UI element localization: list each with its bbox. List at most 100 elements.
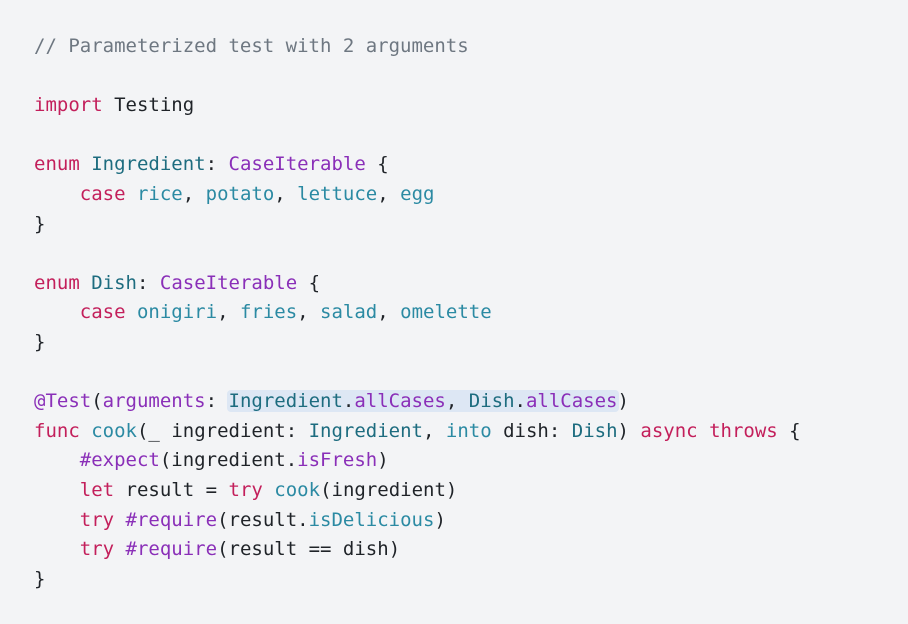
- protocol-token: CaseIterable: [228, 153, 366, 176]
- keyword-token: let: [79, 478, 115, 501]
- space-token: [114, 479, 125, 501]
- punctuation-token: ): [445, 478, 458, 501]
- type-token: Ingredient: [91, 153, 206, 176]
- punctuation-token: (: [217, 508, 229, 531]
- code-line-1: // Parameterized test with 2 arguments: [34, 32, 908, 62]
- code-block: // Parameterized test with 2 arguments im…: [34, 32, 908, 594]
- enum-case-token: lettuce: [297, 182, 378, 205]
- function-name-token: cook: [91, 419, 137, 442]
- code-line-10: case onigiri, fries, salad, omelette: [34, 298, 908, 328]
- punctuation-token: ,: [217, 301, 240, 324]
- punctuation-token: ): [434, 508, 446, 531]
- punctuation-token: :: [205, 390, 229, 413]
- type-token: Ingredient: [308, 419, 423, 442]
- punctuation-token: ): [388, 538, 401, 561]
- punctuation-token: .: [342, 390, 355, 413]
- property-token: allCases: [354, 390, 446, 413]
- space-token: [114, 538, 125, 560]
- punctuation-token: .: [297, 508, 309, 531]
- indent-token: [34, 509, 80, 531]
- code-line-15: #expect(ingredient.isFresh): [34, 446, 908, 476]
- property-token: isFresh: [297, 449, 378, 472]
- space-token: [698, 420, 709, 442]
- code-line-12: [34, 358, 908, 388]
- code-line-2: [34, 62, 908, 92]
- identifier-token: result: [228, 538, 298, 561]
- punctuation-token: {: [777, 419, 801, 442]
- code-line-3: import Testing: [34, 91, 908, 121]
- function-name-token: cook: [274, 478, 321, 501]
- parameter-token: ingredient: [171, 419, 286, 442]
- punctuation-token: ,: [422, 419, 446, 442]
- punctuation-token: :: [285, 419, 309, 442]
- space-token: [80, 272, 91, 294]
- punctuation-token: }: [34, 212, 46, 235]
- space-token: [492, 420, 503, 442]
- punctuation-token: ,: [377, 301, 401, 324]
- enum-case-token: potato: [205, 182, 275, 205]
- keyword-token: throws: [709, 419, 778, 442]
- punctuation-token: :: [548, 419, 572, 442]
- highlighted-arguments: Ingredient.allCases, Dish.allCases: [226, 390, 620, 413]
- keyword-token: func: [34, 419, 80, 442]
- code-line-16: let result = try cook(ingredient): [34, 476, 908, 506]
- code-line-19: }: [34, 565, 908, 595]
- space-token: [114, 509, 125, 531]
- punctuation-token: =: [194, 478, 229, 501]
- space-token: [80, 420, 91, 442]
- argument-label-token: into: [445, 419, 492, 442]
- enum-case-token: rice: [136, 182, 183, 205]
- type-token: Ingredient: [228, 390, 343, 413]
- code-line-13: @Test(arguments: Ingredient.allCases, Di…: [34, 387, 908, 417]
- space-token: [80, 153, 91, 175]
- enum-case-token: salad: [320, 301, 378, 324]
- punctuation-token: ): [617, 419, 641, 442]
- code-line-14: func cook(_ ingredient: Ingredient, into…: [34, 417, 908, 447]
- punctuation-token: {: [365, 153, 389, 176]
- punctuation-token: (_: [136, 419, 172, 442]
- indent-token: [34, 183, 80, 205]
- punctuation-token: (: [91, 390, 103, 413]
- property-token: allCases: [525, 390, 618, 413]
- macro-token: #require: [125, 538, 218, 561]
- space-token: [126, 301, 137, 323]
- enum-case-token: omelette: [400, 301, 492, 324]
- identifier-token: result: [228, 508, 298, 531]
- punctuation-token: (: [217, 538, 229, 561]
- keyword-token: async: [640, 419, 698, 442]
- code-line-17: try #require(result.isDelicious): [34, 506, 908, 536]
- punctuation-token: }: [34, 567, 46, 590]
- keyword-token: enum: [34, 271, 80, 294]
- comment-token: // Parameterized test with 2 arguments: [34, 35, 469, 57]
- code-line-9: enum Dish: CaseIterable {: [34, 269, 908, 299]
- argument-label-token: arguments: [102, 390, 206, 413]
- punctuation-token: ,: [377, 182, 401, 205]
- punctuation-token: (: [320, 478, 332, 501]
- punctuation-token: .: [514, 390, 526, 413]
- enum-case-token: onigiri: [136, 301, 218, 324]
- protocol-token: CaseIterable: [159, 271, 298, 294]
- punctuation-token: }: [34, 330, 46, 353]
- indent-token: [34, 479, 80, 501]
- punctuation-token: ,: [182, 182, 206, 205]
- indent-token: [34, 538, 80, 560]
- keyword-token: try: [79, 538, 115, 561]
- space-token: [103, 94, 114, 116]
- code-line-18: try #require(result == dish): [34, 535, 908, 565]
- parameter-token: dish: [503, 419, 549, 442]
- space-token: [126, 183, 137, 205]
- punctuation-token: ): [377, 449, 389, 472]
- punctuation-token: ,: [445, 390, 469, 413]
- enum-case-token: egg: [400, 182, 435, 205]
- code-line-6: case rice, potato, lettuce, egg: [34, 180, 908, 210]
- keyword-token: import: [34, 94, 103, 117]
- code-line-8: [34, 239, 908, 269]
- attribute-token: @Test: [34, 390, 92, 413]
- code-line-7: }: [34, 210, 908, 240]
- code-line-4: [34, 121, 908, 151]
- punctuation-token: :: [136, 271, 160, 294]
- punctuation-token: ,: [297, 301, 321, 324]
- identifier-token: ingredient: [331, 478, 446, 501]
- identifier-token: dish: [342, 538, 389, 561]
- identifier-token: result: [125, 478, 195, 501]
